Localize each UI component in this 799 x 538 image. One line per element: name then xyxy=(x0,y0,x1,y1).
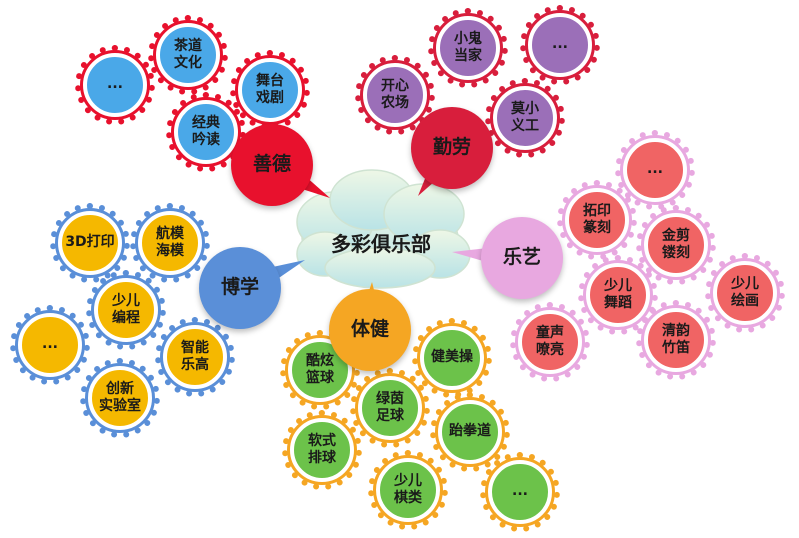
club-gear-label: 软式 排球 xyxy=(308,432,336,467)
club-gear-tijian: 跆拳道 xyxy=(430,392,510,472)
club-gear-label: 创新 实验室 xyxy=(99,380,141,415)
club-gear-boxue: 航模 海模 xyxy=(130,203,210,283)
club-gear-boxue: 3D打印 xyxy=(50,203,130,283)
club-gear-label: 少儿 舞蹈 xyxy=(604,277,632,312)
club-gear-label: ... xyxy=(42,336,58,353)
club-gear-tijian: 绿茵 足球 xyxy=(350,368,430,448)
hub-label: 体健 xyxy=(350,318,389,341)
club-gear-label: ... xyxy=(647,161,663,178)
club-gear-label: ... xyxy=(552,36,568,53)
club-gear-qinlao: 小鬼 当家 xyxy=(428,8,508,88)
club-gear-label: 清韵 竹笛 xyxy=(662,322,690,357)
club-gear-label: 拓印 篆刻 xyxy=(583,202,611,237)
club-gear-label: 少儿 棋类 xyxy=(394,472,422,507)
club-gear-leyi: 童声 嘹亮 xyxy=(510,302,590,382)
club-gear-label: 绿茵 足球 xyxy=(376,390,404,425)
club-gear-label: 金剪 镂刻 xyxy=(662,227,690,262)
club-gear-label: 舞台 戏剧 xyxy=(256,72,284,107)
club-gear-leyi: 清韵 竹笛 xyxy=(636,300,716,380)
club-gear-leyi: 拓印 篆刻 xyxy=(557,180,637,260)
club-gear-leyi: 少儿 舞蹈 xyxy=(578,255,658,335)
club-gear-label: 健美操 xyxy=(431,349,473,366)
club-gear-label: 童声 嘹亮 xyxy=(536,324,564,359)
club-gear-label: 开心 农场 xyxy=(381,77,409,112)
club-gear-qinlao: ... xyxy=(520,5,600,85)
club-gear-label: 小鬼 当家 xyxy=(454,30,482,65)
hub-boxue: 博学 xyxy=(199,247,281,329)
club-gear-leyi: 金剪 镂刻 xyxy=(636,205,716,285)
club-gear-label: 少儿 绘画 xyxy=(731,275,759,310)
hub-label: 善德 xyxy=(252,153,291,176)
hub-label: 博学 xyxy=(220,276,259,299)
club-gear-qinlao: 开心 农场 xyxy=(355,55,435,135)
hub-tijian: 体健 xyxy=(329,289,411,371)
club-gear-label: 3D打印 xyxy=(65,234,115,251)
club-gear-tijian: 软式 排球 xyxy=(282,410,362,490)
club-gear-label: 茶道 文化 xyxy=(174,37,202,72)
hub-leyi: 乐艺 xyxy=(481,217,563,299)
club-gear-shande: 茶道 文化 xyxy=(148,15,228,95)
club-gear-label: 智能 乐高 xyxy=(181,339,209,374)
hub-qinlao: 勤劳 xyxy=(411,107,493,189)
club-gear-label: ... xyxy=(107,76,123,93)
club-gear-leyi: 少儿 绘画 xyxy=(705,253,785,333)
club-gear-leyi: ... xyxy=(615,130,695,210)
club-gear-shande: 舞台 戏剧 xyxy=(230,50,310,130)
club-gear-tijian: 少儿 棋类 xyxy=(368,450,448,530)
club-gear-shande: ... xyxy=(75,45,155,125)
club-gear-label: ... xyxy=(512,483,528,500)
club-gear-boxue: 智能 乐高 xyxy=(155,317,235,397)
club-gear-label: 酷炫 篮球 xyxy=(306,352,334,387)
club-gear-label: 航模 海模 xyxy=(156,225,184,260)
hub-shande: 善德 xyxy=(231,124,313,206)
club-gear-boxue: ... xyxy=(10,305,90,385)
club-gear-shande: 经典 吟读 xyxy=(166,92,246,172)
club-gear-label: 少儿 编程 xyxy=(112,292,140,327)
hub-label: 乐艺 xyxy=(502,246,541,269)
club-gear-label: 莫小 义工 xyxy=(511,100,539,135)
club-gear-tijian: 健美操 xyxy=(412,318,492,398)
center-cloud-shape xyxy=(296,169,471,289)
club-gear-label: 跆拳道 xyxy=(449,423,491,440)
center-title: 多彩俱乐部 xyxy=(331,232,431,256)
club-gear-boxue: 少儿 编程 xyxy=(86,270,166,350)
club-gear-qinlao: 莫小 义工 xyxy=(485,78,565,158)
club-gear-tijian: ... xyxy=(480,452,560,532)
club-gear-label: 经典 吟读 xyxy=(192,114,220,149)
hub-label: 勤劳 xyxy=(432,136,471,159)
club-gear-boxue: 创新 实验室 xyxy=(80,358,160,438)
